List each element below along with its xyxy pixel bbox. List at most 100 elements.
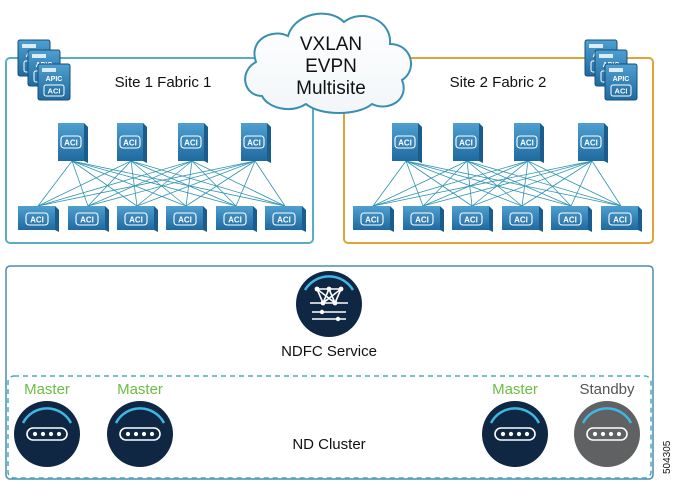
svg-text:ACI: ACI [64,139,78,148]
site-1-link-s3-l4 [185,160,193,207]
svg-text:ACI: ACI [129,216,143,225]
svg-text:ACI: ACI [398,139,412,148]
site-2-label: Site 2 Fabric 2 [450,74,547,91]
site-1-link-s1-l2 [71,160,89,207]
nd-node-role-label: Master [117,381,163,398]
svg-text:ACI: ACI [415,216,429,225]
site-2-leaf-switch-6: ACI [601,206,642,232]
site-1-leaf-switch-6: ACI [265,206,306,232]
site-1-link-s3-l2 [87,160,193,207]
nd-node-role-label: Standby [579,381,635,398]
site-1-apic-controllers: APICACIAPICACIAPICACI [17,39,71,101]
site-1-link-s2-l5 [130,160,237,207]
site-2-link-s3-l5 [527,160,572,207]
site-2-link-s2-l2 [422,160,468,207]
site-1-leaf-switch-2: ACI [68,206,109,232]
site-2-link-s1-l4 [405,160,523,207]
site-2-link-s3-l4 [521,160,529,207]
ndfc-service-icon [296,271,362,337]
site-2-link-s2-l5 [466,160,572,207]
site-2-link-s1-l5 [405,160,572,207]
site-2-leaf-switch-3: ACI [452,206,493,232]
site-2-leaf-switch-5: ACI [551,206,592,232]
svg-text:ACI: ACI [80,216,94,225]
site-2-link-s1-l1 [372,160,407,207]
site-2-links [372,160,622,207]
site-2-spine-switch-2: ACI [453,123,483,163]
nd-node-icon [14,401,80,467]
svg-text:ACI: ACI [30,216,44,225]
svg-text:ACI: ACI [464,216,478,225]
site-1-link-s3-l3 [136,160,193,207]
nd-node-1: Master [14,381,80,467]
site-1-link-s4-l2 [87,160,256,207]
svg-text:ACI: ACI [365,216,379,225]
nd-node-4: Standby [574,381,640,467]
site-1-spine-switch-2: ACI [117,123,147,163]
nd-cluster-box [7,375,652,479]
site-2-spine-switch-3: ACI [514,123,544,163]
site-2-link-s4-l3 [471,160,593,207]
site-1-link-s4-l3 [136,160,256,207]
site-2-spine-switch-1: ACI [392,123,422,163]
svg-text:ACI: ACI [613,216,627,225]
site-1-link-s1-l1 [37,160,73,207]
site-1-link-s1-l6 [71,160,286,207]
site-2-link-s4-l1 [372,160,593,207]
site-1-link-s4-l4 [185,160,256,207]
svg-text:ACI: ACI [459,139,473,148]
site-2-link-s1-l6 [405,160,622,207]
site-2-link-s4-l4 [521,160,593,207]
site-1-leaf-switch-4: ACI [166,206,207,232]
site-1-link-s3-l5 [191,160,237,207]
nd-node-2: Master [107,381,173,467]
site-2-link-s3-l2 [422,160,529,207]
nd-node-role-label: Master [24,381,70,398]
site-1-link-s2-l2 [87,160,132,207]
site-2-link-s2-l4 [466,160,523,207]
site-1-spine-switch-4: ACI [241,123,271,163]
vxlan-evpn-cloud-icon [244,12,412,114]
svg-text:ACI: ACI [228,216,242,225]
site-1-link-s4-l5 [235,160,256,207]
site-2-link-s4-l6 [591,160,622,207]
svg-text:APIC: APIC [613,76,630,83]
site-2-leaf-switch-4: ACI [502,206,543,232]
site-1-spine-switch-3: ACI [178,123,208,163]
site-2-spine-switches: ACI ACI ACI ACI [392,123,608,163]
site-1-leaf-switch-5: ACI [216,206,257,232]
site-1-link-s1-l3 [71,160,138,207]
nd-cluster-nodes: Master Master Master Standby [14,381,640,467]
cloud-label-line-3: Multisite [296,78,366,99]
site-1-spine-switches: ACI ACI ACI ACI [58,123,271,163]
ndfc-service-label: NDFC Service [281,343,377,360]
site-2-link-s2-l6 [466,160,622,207]
site-1-leaf-switches: ACI ACI ACI ACI ACI ACI [18,206,306,232]
nd-node-role-label: Master [492,381,538,398]
nd-node-icon [482,401,548,467]
nd-node-3: Master [482,381,548,467]
svg-text:ACI: ACI [514,216,528,225]
site-2-link-s1-l3 [405,160,473,207]
site-1-link-s1-l5 [71,160,237,207]
svg-text:ACI: ACI [563,216,577,225]
site-2-link-s1-l2 [405,160,424,207]
site-1-link-s4-l6 [254,160,286,207]
nd-node-icon [107,401,173,467]
site-1-link-s2-l3 [130,160,138,207]
site-2-link-s3-l1 [372,160,529,207]
site-2-leaf-switch-1: ACI [353,206,394,232]
nd-cluster-label: ND Cluster [292,436,365,453]
site-2-link-s3-l3 [471,160,529,207]
site-2-link-s3-l6 [527,160,622,207]
site-1-link-s2-l6 [130,160,286,207]
site-1-leaf-switch-3: ACI [117,206,158,232]
site-1-link-s3-l1 [37,160,193,207]
svg-text:ACI: ACI [584,139,598,148]
site-2-link-s2-l3 [466,160,473,207]
svg-text:ACI: ACI [48,87,61,96]
svg-text:ACI: ACI [247,139,261,148]
site-1-link-s2-l1 [37,160,132,207]
